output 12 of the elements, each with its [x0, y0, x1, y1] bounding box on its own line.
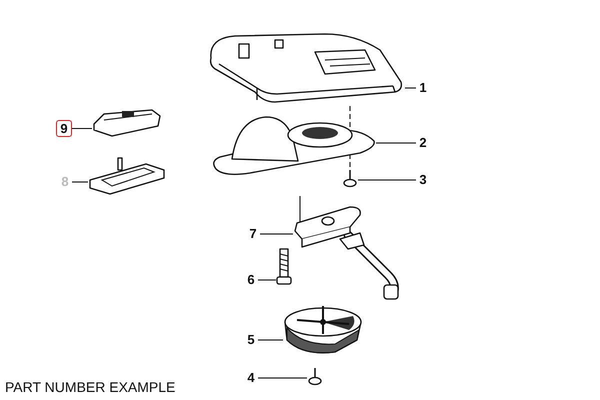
callout-number: 9: [56, 120, 72, 137]
callout-number: 1: [416, 80, 430, 96]
callout-number: 4: [244, 370, 258, 386]
callout-number: 7: [246, 226, 260, 242]
leader-line: [376, 142, 416, 144]
callout-number: 8: [58, 174, 72, 190]
callout-number: 3: [416, 172, 430, 188]
callout-number: 2: [416, 135, 430, 151]
leader-line: [72, 128, 92, 129]
callout-number: 5: [244, 332, 258, 348]
callout-number: 6: [244, 272, 258, 288]
caption-text: PART NUMBER EXAMPLE: [5, 378, 176, 397]
